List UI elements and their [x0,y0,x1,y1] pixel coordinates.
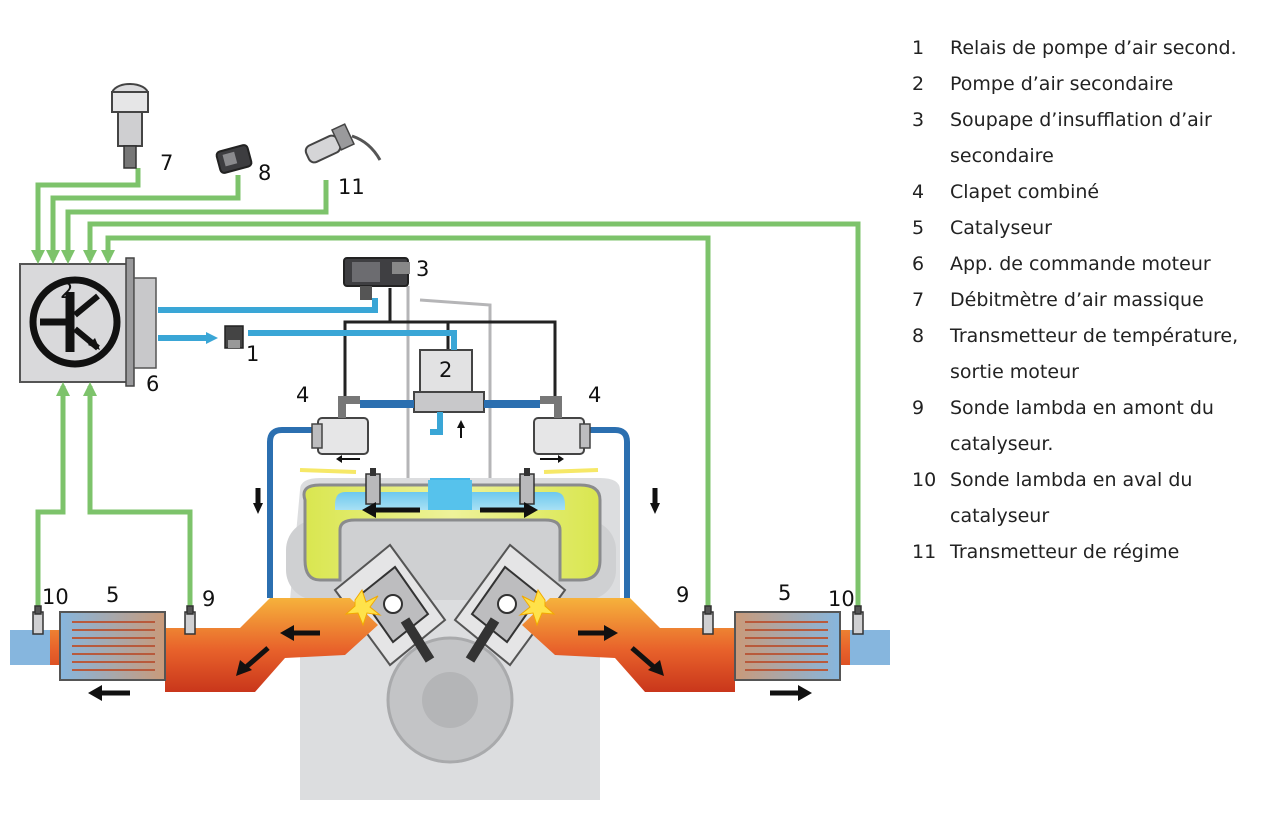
injection-spray [299,468,599,474]
legend-label: Relais de pompe d’air second. [950,37,1237,59]
legend-item: 2 Pompe d’air secondaire [912,66,1282,102]
legend-label: Soupape d’insufflation d’air secondaire [950,109,1212,167]
legend-number: 10 [912,469,937,491]
injector-right [519,468,535,505]
legend-label: Pompe d’air secondaire [950,73,1174,95]
legend-number: 11 [912,541,937,563]
pressure-lines [406,286,492,478]
callout-catalyst-right: 5 [778,581,791,605]
callout-lambda-downstream-left: 10 [42,585,69,609]
air-injection-valve [343,257,410,300]
callout-speed-sender: 11 [338,175,365,199]
callout-catalyst-left: 5 [106,583,119,607]
legend-label: Clapet combiné [950,181,1100,203]
legend-item: 4 Clapet combiné [912,174,1282,210]
legend-number: 6 [912,253,925,275]
legend-label: App. de commande moteur [950,253,1211,275]
right-cylinder [453,543,567,667]
legend-label: Débitmètre d’air massique [950,289,1204,311]
secondary-air-hoses [267,427,630,598]
legend-number: 5 [912,217,925,239]
legend-label: Sonde lambda en aval du catalyseur [950,469,1193,527]
intake-flow-arrows [253,488,660,518]
combi-valve-right [533,396,591,455]
legend-number: 8 [912,325,925,347]
legend-item: 5 Catalyseur [912,210,1282,246]
signal-wire-arrowheads [31,250,115,396]
callout-temp-sender: 8 [258,161,271,185]
signal-wires [35,168,861,617]
legend-number: 2 [912,73,925,95]
lambda-probes [32,605,864,635]
callout-valve: 3 [416,257,429,281]
legend-number: 7 [912,289,925,311]
legend-label: Transmetteur de régime [950,541,1180,563]
callout-combi-valve-left: 4 [296,383,309,407]
legend-item: 10 Sonde lambda en aval du catalyseur [912,462,1282,534]
callout-pump: 2 [439,358,452,382]
legend-item: 11 Transmetteur de régime [912,534,1282,570]
callout-combi-valve-right: 4 [588,383,601,407]
legend-number: 4 [912,181,925,203]
legend-item: 7 Débitmètre d’air massique [912,282,1282,318]
callout-lambda-downstream-right: 10 [828,587,855,611]
combi-valve-left [311,396,369,455]
valve-small-arrows [336,455,564,463]
callout-air-mass-meter: 7 [160,151,173,175]
legend-item: 8 Transmetteur de température, sortie mo… [912,318,1282,390]
legend: 1 Relais de pompe d’air second. 2 Pompe … [912,30,1282,570]
callout-relay: 1 [246,342,259,366]
spark-right [518,588,556,627]
exhaust-right [522,598,890,692]
secondary-air-pump [413,349,485,438]
callout-control-unit-overlap: 2 [60,279,73,303]
pump-relay [224,325,244,349]
catalyst-right [734,611,841,681]
callout-control-unit: 6 [146,372,159,396]
secondary-air-system-diagram: 1 2 2 3 4 4 5 5 6 7 8 9 9 10 10 11 [10,83,890,800]
injector-left [365,468,381,505]
temperature-sender [215,144,253,174]
callout-lambda-upstream-right: 9 [676,583,689,607]
speed-sender [304,123,382,164]
left-cylinder [333,543,447,667]
legend-number: 9 [912,397,925,419]
legend-number: 1 [912,37,925,59]
air-mass-meter [111,83,149,169]
exhaust-flow-arrows [88,625,812,701]
callout-lambda-upstream-left: 9 [202,587,215,611]
air-hose-lines [158,298,457,350]
legend-item: 6 App. de commande moteur [912,246,1282,282]
engine-control-unit [19,257,157,387]
relay-feed-arrow [206,332,218,344]
legend-label: Transmetteur de température, sortie mote… [950,325,1239,383]
legend-number: 3 [912,109,925,131]
legend-label: Sonde lambda en amont du catalyseur. [950,397,1214,455]
legend-item: 3 Soupape d’insufflation d’air secondair… [912,102,1282,174]
legend-item: 1 Relais de pompe d’air second. [912,30,1282,66]
catalyst-left [59,611,166,681]
exhaust-left [10,598,378,692]
legend-item: 9 Sonde lambda en amont du catalyseur. [912,390,1282,462]
legend-label: Catalyseur [950,217,1052,239]
spark-left [344,588,382,627]
